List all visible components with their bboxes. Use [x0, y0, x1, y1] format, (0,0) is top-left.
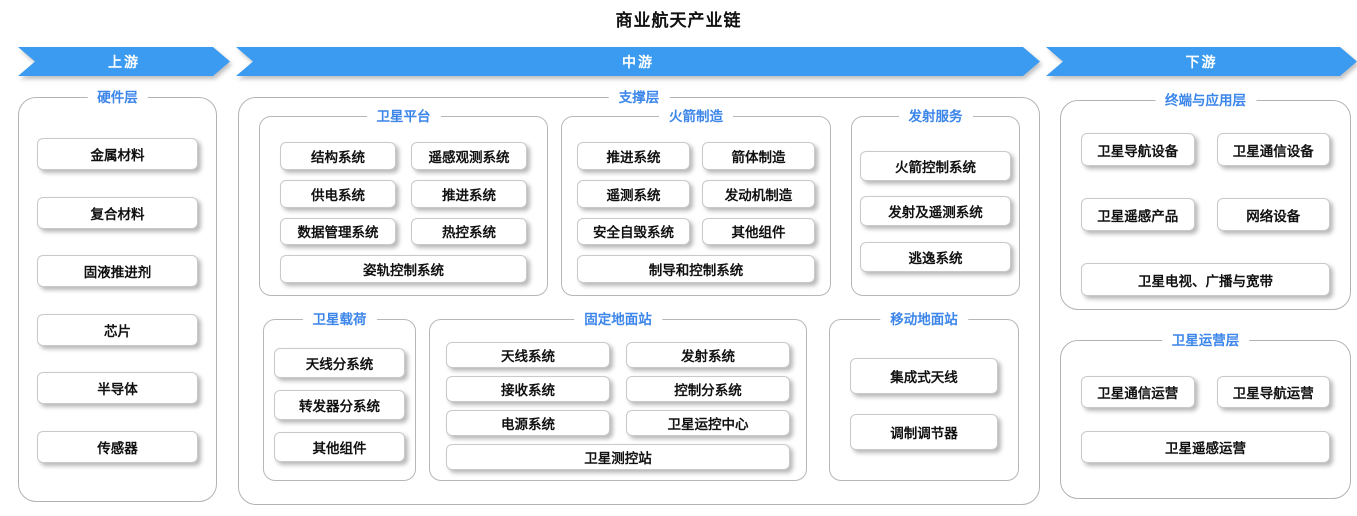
chain-item: 调制调节器 [850, 414, 998, 450]
chain-item: 姿轨控制系统 [280, 255, 527, 283]
midstream-banner-arrow: 中游 [236, 47, 1040, 76]
mobile-ground-station-label: 移动地面站 [880, 310, 968, 330]
chain-item: 安全自毁系统 [577, 217, 690, 246]
chain-item: 芯片 [37, 313, 198, 346]
rocket-manufacturing-items: 推进系统 箭体制造 遥测系统 发动机制造 安全自毁系统 其他组件 制导和控制系统 [562, 117, 830, 295]
midstream-banner-label: 中游 [622, 53, 654, 70]
satellite-platform-items: 结构系统 遥感观测系统 供电系统 推进系统 数据管理系统 热控系统 姿轨控制系统 [260, 117, 547, 295]
upstream-banner-label: 上游 [108, 53, 140, 70]
fixed-ground-station-group: 固定地面站 天线系统 发射系统 接收系统 控制分系统 电源系统 卫星运控中心 卫… [429, 310, 807, 481]
launch-services-items: 火箭控制系统 发射及遥测系统 逃逸系统 [852, 117, 1019, 295]
chain-item: 发动机制造 [702, 179, 815, 208]
chain-item: 其他组件 [274, 432, 405, 462]
mobile-ground-station-items: 集成式天线 调制调节器 [830, 320, 1018, 480]
chain-item: 卫星导航设备 [1081, 133, 1195, 166]
chain-item: 逃逸系统 [860, 241, 1011, 272]
terminal-application-layer-panel: 终端与应用层 卫星导航设备 卫星通信设备 卫星遥感产品 网络设备 卫星电视、广播… [1060, 91, 1351, 310]
rocket-manufacturing-group: 火箭制造 推进系统 箭体制造 遥测系统 发动机制造 安全自毁系统 其他组件 制导… [561, 107, 831, 296]
page-title: 商业航天产业链 [615, 11, 742, 30]
satellite-payload-items: 天线分系统 转发器分系统 其他组件 [264, 320, 415, 480]
chain-item: 数据管理系统 [280, 217, 396, 246]
support-layer-label: 支撑层 [608, 88, 670, 108]
chain-item: 热控系统 [411, 217, 527, 246]
terminal-application-items: 卫星导航设备 卫星通信设备 卫星遥感产品 网络设备 卫星电视、广播与宽带 [1061, 101, 1350, 309]
launch-services-label: 发射服务 [898, 107, 973, 127]
satellite-operation-items: 卫星通信运营 卫星导航运营 卫星遥感运营 [1061, 341, 1350, 498]
chain-item: 发射及遥测系统 [860, 196, 1011, 226]
chain-item: 网络设备 [1216, 198, 1330, 231]
chain-item: 卫星遥感运营 [1081, 431, 1330, 463]
chain-item: 其他组件 [702, 217, 815, 246]
chain-item: 推进系统 [577, 142, 690, 170]
satellite-platform-group: 卫星平台 结构系统 遥感观测系统 供电系统 推进系统 数据管理系统 热控系统 姿… [259, 107, 548, 296]
chain-item: 固液推进剂 [37, 255, 198, 288]
chain-item: 卫星通信设备 [1216, 133, 1330, 166]
chain-item: 结构系统 [280, 142, 396, 170]
chain-item: 卫星运控中心 [626, 410, 790, 436]
hardware-layer-panel: 硬件层 金属材料 复合材料 固液推进剂 芯片 半导体 传感器 [18, 88, 217, 502]
fixed-ground-station-label: 固定地面站 [574, 310, 662, 330]
chain-item: 火箭控制系统 [860, 150, 1011, 181]
satellite-payload-group: 卫星载荷 天线分系统 转发器分系统 其他组件 [263, 310, 416, 481]
satellite-payload-label: 卫星载荷 [302, 310, 377, 330]
chain-item: 遥测系统 [577, 179, 690, 208]
chain-item: 控制分系统 [626, 376, 790, 402]
chain-item: 接收系统 [446, 376, 610, 402]
hardware-layer-items: 金属材料 复合材料 固液推进剂 芯片 半导体 传感器 [19, 98, 216, 501]
chain-item: 电源系统 [446, 410, 610, 436]
chain-item: 金属材料 [37, 138, 198, 171]
satellite-operation-layer-panel: 卫星运营层 卫星通信运营 卫星导航运营 卫星遥感运营 [1060, 331, 1351, 499]
upstream-banner: 上游 [18, 47, 230, 76]
chain-item: 供电系统 [280, 179, 396, 208]
chain-item: 传感器 [37, 430, 198, 463]
chain-item: 复合材料 [37, 196, 198, 229]
satellite-operation-layer-label: 卫星运营层 [1161, 331, 1250, 351]
chain-item: 遥感观测系统 [411, 142, 527, 170]
rocket-manufacturing-label: 火箭制造 [659, 107, 733, 127]
chain-item: 集成式天线 [850, 358, 998, 394]
chain-item: 制导和控制系统 [577, 255, 815, 283]
midstream-banner: 中游 [236, 47, 1040, 76]
chain-item: 卫星遥感产品 [1081, 198, 1195, 231]
fixed-ground-station-items: 天线系统 发射系统 接收系统 控制分系统 电源系统 卫星运控中心 卫星测控站 [430, 320, 806, 480]
chain-item: 发射系统 [626, 342, 790, 368]
downstream-banner: 下游 [1046, 47, 1357, 76]
chain-item: 卫星导航运营 [1216, 376, 1330, 408]
terminal-application-layer-label: 终端与应用层 [1155, 91, 1256, 111]
chain-item: 天线系统 [446, 342, 610, 368]
support-layer-panel: 支撑层 卫星平台 结构系统 遥感观测系统 供电系统 推进系统 数据管理系统 热控… [238, 88, 1040, 505]
launch-services-group: 发射服务 火箭控制系统 发射及遥测系统 逃逸系统 [851, 107, 1020, 296]
chain-item: 箭体制造 [702, 142, 815, 170]
downstream-banner-arrow: 下游 [1046, 47, 1357, 76]
chain-item: 转发器分系统 [274, 390, 405, 420]
chain-item: 推进系统 [411, 179, 527, 208]
chain-item: 半导体 [37, 372, 198, 405]
chain-item: 卫星通信运营 [1081, 376, 1195, 408]
chain-item: 卫星测控站 [446, 444, 790, 470]
chain-item: 卫星电视、广播与宽带 [1081, 263, 1330, 296]
mobile-ground-station-group: 移动地面站 集成式天线 调制调节器 [829, 310, 1019, 481]
chain-item: 天线分系统 [274, 348, 405, 378]
hardware-layer-label: 硬件层 [87, 88, 148, 108]
downstream-banner-label: 下游 [1185, 53, 1218, 70]
satellite-platform-label: 卫星平台 [366, 107, 441, 127]
upstream-banner-arrow: 上游 [18, 47, 230, 76]
